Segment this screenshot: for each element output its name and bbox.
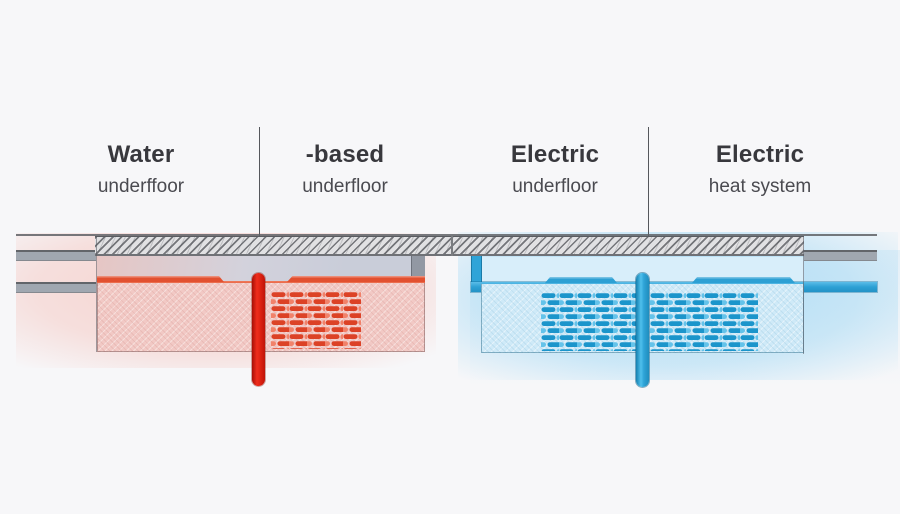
column-heading: Electric: [510, 141, 600, 168]
water-heat-spreader-plateau-left: [97, 276, 224, 282]
water-supply-pipe: [252, 273, 265, 386]
column-label-water: Water underffoor: [46, 140, 236, 200]
column-label-electric-heat-system: Electric heat system: [665, 140, 855, 200]
right-assembly-edge-line: [803, 236, 804, 354]
electric-heating-mat-right: [650, 292, 758, 351]
left-assembly-edge-line: [96, 236, 97, 352]
column-divider-line: [259, 127, 261, 237]
column-heading: -based: [305, 141, 385, 168]
column-subheading: underfloor: [302, 176, 388, 197]
column-heading: Electric: [715, 141, 805, 168]
ceiling-structure-line: [16, 234, 877, 236]
electric-heat-spreader-plateau-right: [692, 277, 795, 283]
column-subheading: underfloor: [512, 176, 598, 197]
right-wall-bar: [804, 250, 877, 261]
floor-finish-hatched-layer: [95, 236, 804, 256]
left-wall-bar-lower: [16, 282, 96, 293]
column-subheading: underffoor: [97, 176, 185, 197]
electric-heating-mat-left: [541, 292, 637, 351]
water-heating-coil-mat: [271, 291, 361, 349]
left-wall-bar-upper: [16, 250, 96, 261]
water-heat-spreader-plateau-right: [287, 276, 425, 282]
column-label-electric-underfloor: Electric underfloor: [460, 140, 650, 200]
column-label-based: -based underfloor: [250, 140, 440, 200]
column-heading: Water: [107, 141, 175, 168]
electric-power-conduit: [636, 273, 649, 387]
electric-heat-spreader-plateau-left: [545, 277, 617, 283]
floor-finish-seam: [451, 236, 453, 256]
column-subheading: heat system: [708, 176, 812, 197]
column-divider-line: [648, 127, 650, 237]
